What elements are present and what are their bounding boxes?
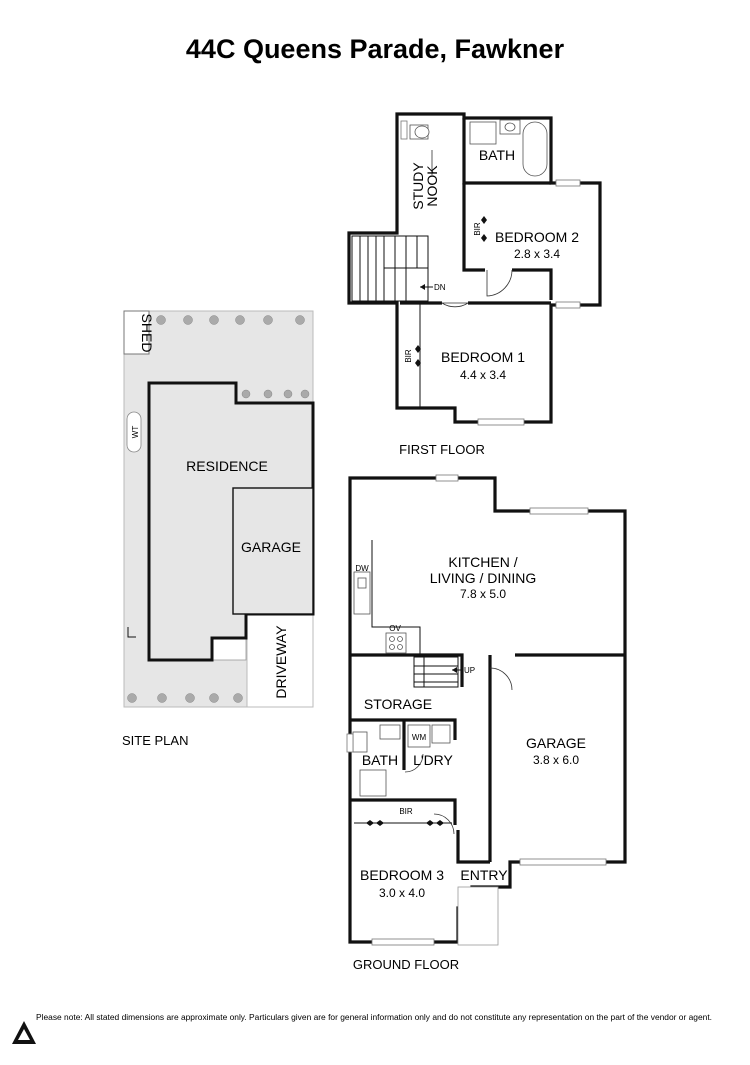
gf-bir-label: BIR bbox=[399, 807, 413, 816]
bedroom1-bir-arrows bbox=[415, 345, 421, 367]
study-nook-label: STUDYNOOK bbox=[410, 162, 440, 210]
toilet-bowl-icon bbox=[414, 125, 430, 139]
bath-window bbox=[400, 120, 408, 140]
bedroom2-dims: 2.8 x 3.4 bbox=[514, 247, 560, 261]
cooktop-icon bbox=[385, 632, 407, 654]
washing-machine-icon bbox=[407, 724, 431, 748]
gf-bath-label: BATH bbox=[362, 752, 398, 768]
site-garage-label: GARAGE bbox=[241, 539, 301, 555]
shed-box bbox=[123, 310, 150, 355]
kitchen-dims: 7.8 x 5.0 bbox=[460, 587, 506, 601]
site-plan-caption: SITE PLAN bbox=[122, 733, 188, 748]
first-floor-stair bbox=[351, 235, 429, 302]
bedroom2-bir-arrows bbox=[481, 216, 487, 242]
disclaimer-text: Please note: All stated dimensions are a… bbox=[36, 1012, 712, 1022]
kitchen-window-north bbox=[435, 474, 459, 482]
bedroom1-window bbox=[477, 418, 525, 426]
bedroom3-door bbox=[433, 813, 455, 835]
water-tank bbox=[126, 411, 142, 453]
bedroom3-name: BEDROOM 3 bbox=[360, 867, 444, 883]
garage-door bbox=[519, 858, 607, 866]
stair-dn-label: DN bbox=[434, 283, 446, 292]
garage-internal-door bbox=[489, 667, 513, 691]
first-floor-plan: BATH STUDYNOOK BEDROOM 2 2.8 x 3.4 BEDRO… bbox=[347, 112, 602, 457]
kitchen-bench bbox=[371, 540, 421, 655]
dw-label: DW bbox=[355, 564, 369, 573]
bedroom1-bir-label: BIR bbox=[404, 349, 413, 363]
ov-label: OV bbox=[389, 624, 401, 633]
entry-porch bbox=[457, 886, 499, 946]
gf-basin-icon bbox=[379, 724, 401, 740]
stair-enclosure bbox=[412, 653, 464, 687]
site-plan: SHED WT RESIDENCE GARAGE DRIVEWAY SITE P… bbox=[122, 310, 315, 748]
stylised-triangle-logo-icon bbox=[12, 1021, 36, 1044]
driveway-area bbox=[246, 613, 314, 708]
bedroom1-name: BEDROOM 1 bbox=[441, 349, 525, 365]
storage-label: STORAGE bbox=[364, 696, 432, 712]
laundry-door bbox=[404, 753, 424, 773]
ground-floor-caption: GROUND FLOOR bbox=[353, 957, 459, 972]
ground-floor-stair bbox=[413, 656, 459, 688]
kitchen-name-line2: LIVING / DINING bbox=[430, 570, 537, 586]
bedroom2-bir-label: BIR bbox=[473, 222, 482, 236]
bedroom2-window-north bbox=[555, 179, 581, 187]
garage-name: GARAGE bbox=[526, 735, 586, 751]
bedroom2-door bbox=[486, 269, 513, 297]
basin-icon bbox=[504, 122, 516, 132]
gf-toilet-icon bbox=[352, 731, 368, 753]
entry-label: ENTRY bbox=[460, 867, 508, 883]
driveway-label: DRIVEWAY bbox=[273, 625, 289, 699]
bedroom2-south-wall bbox=[512, 268, 553, 300]
bedroom2-west-wall bbox=[462, 183, 485, 272]
bedroom1-dims: 4.4 x 3.4 bbox=[460, 368, 506, 382]
stair-up-label: UP bbox=[464, 666, 475, 675]
kitchen-window-east bbox=[529, 507, 589, 515]
bath-window bbox=[346, 733, 354, 753]
dishwasher-icon bbox=[357, 577, 367, 589]
kitchen-name-line1: KITCHEN / bbox=[448, 554, 517, 570]
bedroom1-door bbox=[440, 302, 470, 308]
laundry-label: L'DRY bbox=[413, 752, 453, 768]
bedroom3-dims: 3.0 x 4.0 bbox=[379, 886, 425, 900]
ff-bath-label: BATH bbox=[479, 147, 515, 163]
ground-floor-plan: KITCHEN / LIVING / DINING 7.8 x 5.0 STOR… bbox=[346, 474, 627, 972]
porch-area bbox=[211, 637, 247, 661]
storage-south-wall bbox=[350, 718, 457, 740]
bedroom2-name: BEDROOM 2 bbox=[495, 229, 579, 245]
shrubs bbox=[127, 315, 310, 703]
garage-dims: 3.8 x 6.0 bbox=[533, 753, 579, 767]
wt-label: WT bbox=[131, 426, 140, 439]
stair-up-arrow-icon bbox=[452, 667, 457, 673]
entry-wall bbox=[456, 830, 490, 864]
shed-label: SHED bbox=[139, 314, 155, 353]
site-gate bbox=[127, 627, 136, 638]
first-floor-outer-walls bbox=[347, 112, 602, 424]
bedroom3-window bbox=[371, 938, 435, 946]
gf-shower-icon bbox=[359, 769, 387, 797]
stair-dn-arrow-icon bbox=[420, 284, 425, 290]
bedroom3-north-wall bbox=[350, 798, 457, 825]
first-floor-caption: FIRST FLOOR bbox=[399, 442, 485, 457]
wm-label: WM bbox=[412, 733, 427, 742]
laundry-trough-icon bbox=[431, 724, 451, 744]
bathtub-icon bbox=[522, 121, 548, 177]
site-garage-footprint bbox=[232, 487, 314, 615]
bedroom2-window-south bbox=[555, 301, 581, 309]
residence-label: RESIDENCE bbox=[186, 458, 268, 474]
page-title: 44C Queens Parade, Fawkner bbox=[186, 34, 565, 64]
shower-icon bbox=[469, 121, 497, 145]
